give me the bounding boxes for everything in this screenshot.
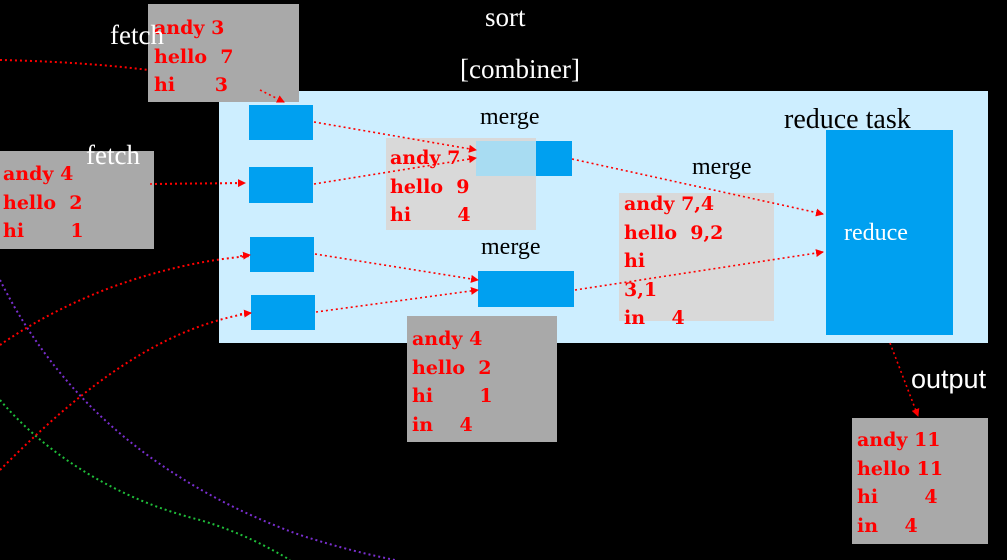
kv-line: hi 3 [154,74,228,96]
arrow-fetch-left [149,179,246,188]
arrow-input1-to-merge [313,121,477,153]
kv-line: in 4 [857,514,918,537]
kv-line: hello 9,2 [624,221,724,244]
reduce-task-label: reduce task [784,104,911,135]
kv-line: andy 7,4 [624,193,715,215]
kv-line: andy 3 [154,17,225,39]
kv-line: hello 2 [412,356,492,379]
input-block-1 [249,105,313,140]
fetch-label-top: fetch [110,20,164,50]
curve-red-1 [0,255,251,346]
fetch-label-left: fetch [86,140,140,170]
sort-label: sort [485,2,526,32]
kv-line: 3,1 [624,278,658,301]
kv-line: hello 2 [3,191,83,214]
map-output-top [148,4,299,102]
output-label: output [911,364,987,394]
kv-line: hello 11 [857,457,944,480]
input-block-3 [250,237,314,272]
merge-label-middle: merge [481,234,541,260]
merge-box-c [619,193,774,321]
arrow-merged-bottom-to-reduce [574,249,824,291]
merge-label-right: merge [692,154,752,180]
kv-line: andy 4 [3,163,74,185]
reduce-label: reduce [844,220,908,246]
kv-line: in 4 [624,307,685,329]
output-box [852,418,988,544]
kv-line: hi 1 [412,385,493,407]
arrow-merged-top-to-reduce [571,158,824,217]
arrow-to-input4 [239,309,252,318]
merged-block-bottom [478,271,574,307]
map-output-left-text: andy 4 hello 2 hi 1 [3,160,84,246]
kv-line: hello 9 [390,175,470,198]
map-output-top-text: andy 3 hello 7 hi 3 [154,14,233,100]
merge-label-top: merge [480,104,540,130]
arrow-to-input3 [239,251,251,260]
kv-line: andy 4 [412,328,483,350]
merge-box-c-text: andy 7,4 hello 9,2 hi 3,1 in 4 [624,190,723,333]
merge-box-b [407,316,557,442]
fetch-arrow-top [0,59,286,101]
kv-line: hi 1 [3,220,84,242]
merge-box-a-text: andy 7 hello 9 hi 4 [390,144,471,230]
reduce-block [826,130,953,335]
output-box-text: andy 11 hello 11 hi 4 in 4 [857,426,943,540]
kv-line: andy 7 [390,147,461,169]
arrow-input2-to-merge [313,155,477,185]
input-block-2 [249,167,313,203]
arrow-fetch-top [259,89,285,103]
input-block-4 [251,295,315,330]
kv-line: andy 11 [857,429,941,451]
kv-line: hi 4 [857,486,938,508]
kv-line: hi [624,250,646,272]
combiner-label: [combiner] [460,54,580,84]
arrow-input4-to-merge [315,286,479,313]
curve-red-2 [0,312,251,471]
arrow-input3-to-merge [314,253,479,283]
curve-purple [0,279,396,560]
map-output-left [0,151,154,249]
curve-green [0,399,291,560]
merge-box-b-text: andy 4 hello 2 hi 1 in 4 [412,325,493,439]
merged-block-top [536,141,572,176]
kv-line: in 4 [412,413,473,436]
arrow-reduce-to-output [889,342,920,417]
merged-block-faded [476,141,538,176]
kv-line: hi 4 [390,204,471,226]
kv-line: hello 7 [154,45,234,68]
